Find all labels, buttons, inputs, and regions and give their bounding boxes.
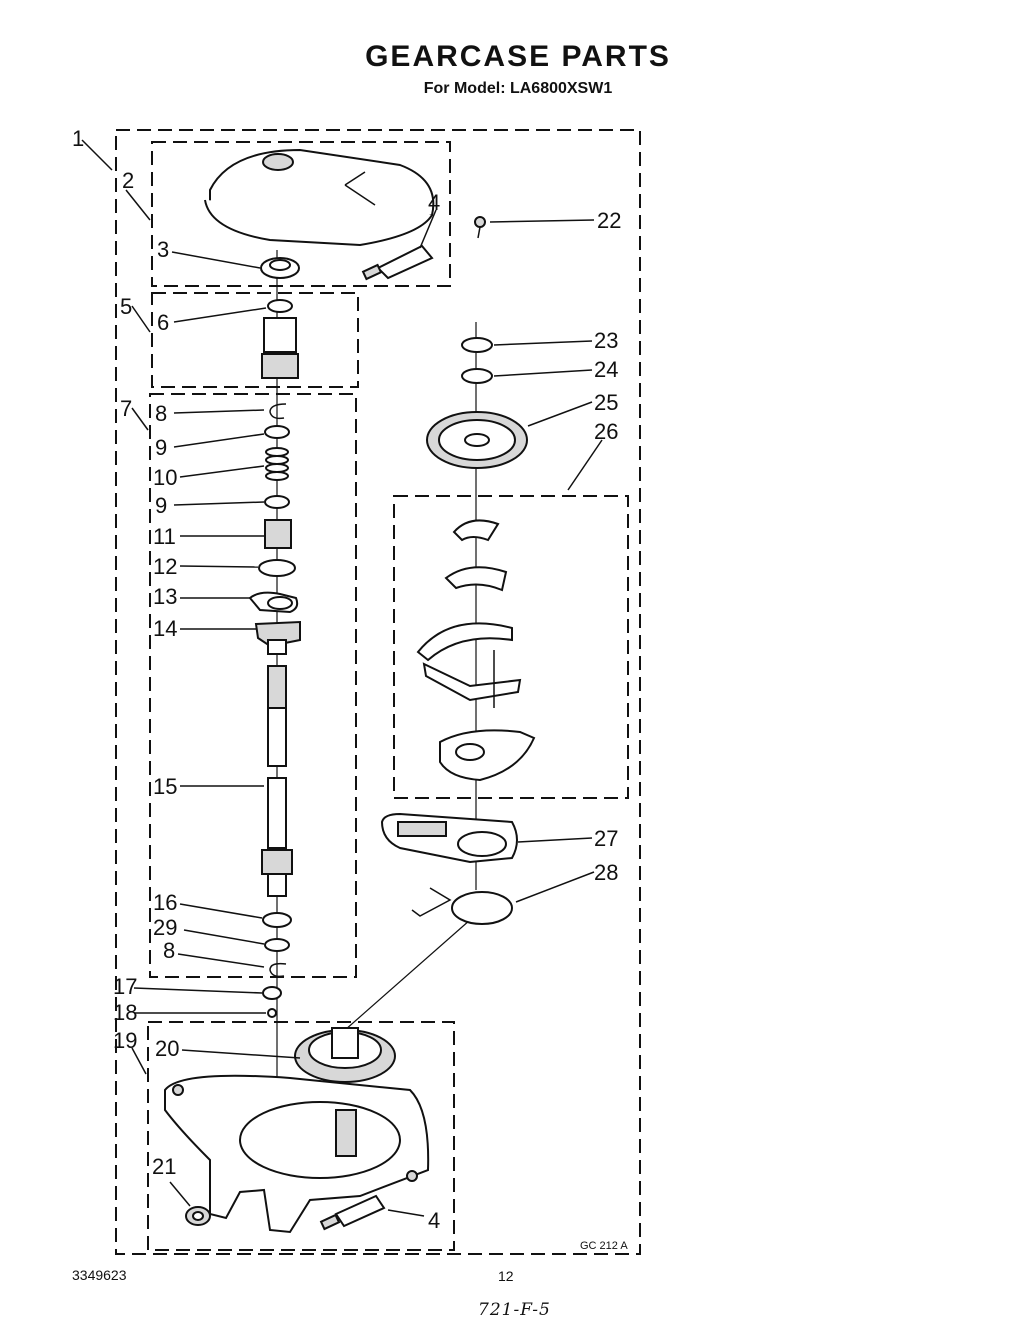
ring-part <box>258 559 296 577</box>
page-number: 12 <box>498 1268 514 1284</box>
callout-24: 24 <box>594 357 618 382</box>
handwritten-note: 721-F-5 <box>478 1300 551 1320</box>
callout-11: 11 <box>153 524 176 549</box>
gearcase-cover-part <box>204 148 435 247</box>
callout-9-lower: 9 <box>155 493 167 518</box>
screw-part <box>474 216 486 239</box>
retaining-clip-upper-part <box>269 403 287 420</box>
callout-17: 17 <box>113 974 137 999</box>
retaining-ring-23-part <box>461 337 493 353</box>
washer-upper-part <box>264 425 290 439</box>
cam-plate-27-part <box>380 812 518 864</box>
callout-8-lower: 8 <box>163 938 175 963</box>
part-number: 3349623 <box>72 1267 127 1283</box>
callout-3: 3 <box>157 237 169 262</box>
callout-7: 7 <box>120 396 132 421</box>
assembly-7-box <box>149 393 357 978</box>
callout-28: 28 <box>594 860 618 885</box>
callout-4-bottom: 4 <box>428 1208 440 1233</box>
diagram-code: GC 212 A <box>580 1240 628 1252</box>
callout-5: 5 <box>120 294 132 319</box>
callout-15: 15 <box>153 774 177 799</box>
assembly-2-box <box>151 141 451 287</box>
callout-19: 19 <box>113 1028 137 1053</box>
clutch-sleeve-part <box>264 519 292 549</box>
assembly-5-box <box>151 292 359 388</box>
callout-8-upper: 8 <box>155 401 167 426</box>
bearing-part <box>260 257 300 279</box>
callout-2: 2 <box>122 168 134 193</box>
callout-9-upper: 9 <box>155 435 167 460</box>
callout-20: 20 <box>155 1036 179 1061</box>
fork-part <box>254 620 301 655</box>
shifter-part <box>248 591 299 614</box>
callout-4-top: 4 <box>428 190 440 215</box>
connector-line <box>344 919 471 1031</box>
callout-16: 16 <box>153 890 177 915</box>
callout-12: 12 <box>153 554 177 579</box>
nut-21-part <box>185 1206 211 1226</box>
callout-10: 10 <box>153 465 177 490</box>
sealant-tube-bottom-part <box>319 1194 386 1231</box>
assembly-1-box <box>115 129 641 1255</box>
callout-22: 22 <box>597 208 621 233</box>
washer-lower-part <box>264 495 290 509</box>
washer-29-part <box>264 938 290 952</box>
callout-26: 26 <box>594 419 618 444</box>
drive-gear-20-part <box>294 1027 396 1083</box>
drive-shaft-part <box>261 665 293 897</box>
assembly-19-box <box>147 1021 455 1251</box>
retaining-clip-lower-part <box>269 962 287 978</box>
gear-assembly-26-part <box>416 519 536 782</box>
callout-21: 21 <box>152 1154 176 1179</box>
spring-clip-28-part <box>411 887 513 925</box>
callout-27: 27 <box>594 826 618 851</box>
gearcase-housing-part <box>164 1074 430 1234</box>
gear-25-part <box>426 411 528 469</box>
leader-lines <box>81 139 603 1217</box>
spring-part <box>265 447 289 481</box>
washer-24-part <box>461 368 493 384</box>
callout-29: 29 <box>153 915 177 940</box>
callout-6: 6 <box>157 310 169 335</box>
assembly-26-box <box>393 495 629 799</box>
page-title: GEARCASE PARTS <box>365 40 671 73</box>
callout-18: 18 <box>113 1000 137 1025</box>
sealant-tube-top-part <box>361 244 434 281</box>
pinion-part <box>261 299 299 379</box>
washer-16-part <box>262 912 292 928</box>
callout-14: 14 <box>153 616 177 641</box>
seal-17-part <box>262 986 282 1000</box>
model-subtitle: For Model: LA6800XSW1 <box>423 80 613 97</box>
ball-18-part <box>267 1008 277 1018</box>
callout-13: 13 <box>153 584 177 609</box>
callout-1: 1 <box>72 126 84 151</box>
callout-25: 25 <box>594 390 618 415</box>
callout-23: 23 <box>594 328 618 353</box>
